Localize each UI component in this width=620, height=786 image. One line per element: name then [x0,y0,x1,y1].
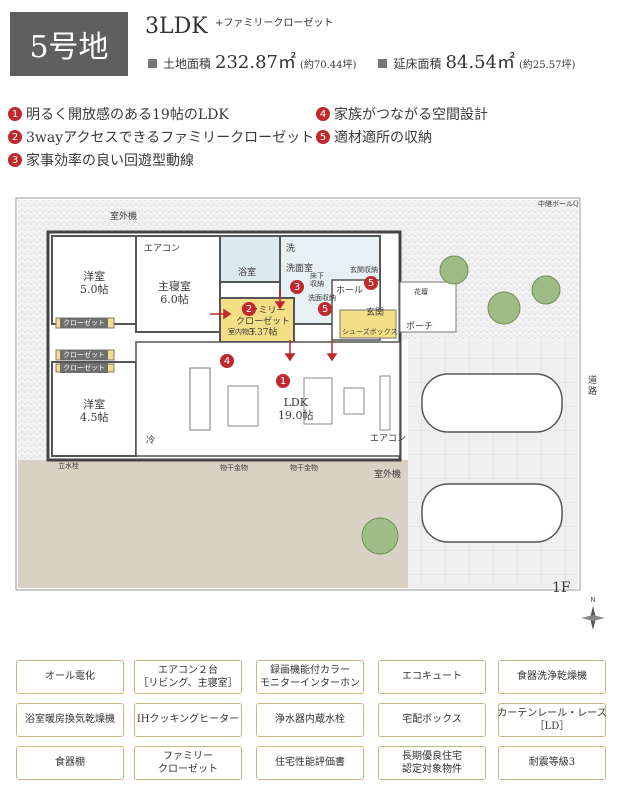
equipment-item: 浄水器内蔵水栓 [256,703,364,737]
equipment-item: 食器棚 [16,746,124,780]
floor-area-value: 84.54㎡ [445,52,515,73]
land-area-marker [148,59,157,68]
closet-tag-2: クローゼット [60,350,108,360]
equipment-item: 宅配ボックス [378,703,486,737]
washroom-storage-label: 洗面収納 [308,294,336,302]
feature-text: 3wayアクセスできるファミリークローゼット [26,130,315,146]
outdoor-unit-label-2: 室外機 [374,470,402,480]
feature-item: 3 家事効率の良い回遊型動線 [8,150,194,170]
room-western-2: 洋室 4.5帖 [80,398,109,425]
feature-number: 3 [8,153,22,167]
feature-item: 1 明るく開放感のある19帖のLDK [8,104,229,124]
room-porch: ポーチ [406,322,434,332]
drying-hardware-label-2: 物干金物 [290,464,318,472]
aircon-label-2: エアコン [370,434,407,444]
flower-bed-label: 花壇 [414,288,428,296]
feature-number: 2 [8,130,22,144]
land-area-tsubo: (約70.44坪) [300,60,357,71]
shoes-box-label: シューズボックス [342,328,398,336]
feature-item: 2 3wayアクセスできるファミリークローゼット [8,127,314,147]
equipment-item: ファミリー クローゼット [134,746,242,780]
equipment-item: 長期優良住宅 認定対象物件 [378,746,486,780]
feature-text: 明るく開放感のある19帖のLDK [26,107,229,123]
lot-number-badge: 5号地 [10,12,128,76]
floor-area-marker [378,59,388,68]
floor-plan: 洋室 5.0帖 主寝室 6.0帖 洋室 4.5帖 LDK 19.0帖 ファミリー… [14,190,597,596]
room-ldk: LDK 19.0帖 [278,396,314,423]
entrance-storage-label: 玄関収納 [350,266,378,274]
relay-box-label: 中継ボールQ [538,200,579,208]
aircon-label: エアコン [144,244,181,254]
room-bathroom: 浴室 [238,268,257,278]
road-label: 道 路 [588,376,598,397]
plan-type: 3LDK [145,14,208,39]
plan-marker-5b: 5 [364,276,378,290]
feature-number: 5 [316,130,330,144]
closet-tag-3: クローゼット [60,363,108,373]
room-entrance: 玄関 [366,308,385,318]
floor-area-tsubo: (約25.57坪) [518,60,576,71]
area-info: 土地面積 232.87㎡ (約70.44坪) 延床面積 84.54㎡ (約25.… [148,48,575,74]
plan-marker-4: 4 [220,354,234,368]
feature-number: 1 [8,107,22,121]
equipment-item: 浴室暖房換気乾燥機 [16,703,124,737]
plan-marker-5a: 5 [318,302,332,316]
feature-item: 5 適材適所の収納 [316,127,432,147]
floor-level-label: 1F [552,580,571,596]
land-area-value: 232.87㎡ [215,52,296,73]
drying-hardware-label-1: 物干金物 [220,464,248,472]
equipment-item: オール電化 [16,660,124,694]
room-wash-corner: 洗 [286,244,296,254]
equipment-item: 録画機能付カラー モニターインターホン [256,660,364,694]
closet-tag-1: クローゼット [60,318,108,328]
equipment-item: エコキュート [378,660,486,694]
equipment-item: IHクッキングヒーター [134,703,242,737]
room-washroom: 洗面室 [286,264,314,274]
feature-text: 家族がつながる空間設計 [334,107,488,123]
indoor-drying-label: 室内物干 [228,328,256,336]
feature-number: 4 [316,107,330,121]
equipment-item: カーテンレール・レース ［LD］ [497,703,607,737]
equipment-item: エアコン２台 ［リビング、主寝室］ [134,660,242,694]
equipment-item: 住宅性能評価書 [256,746,364,780]
svg-text:N: N [590,596,595,604]
plan-marker-2: 2 [242,302,256,316]
plan-type-addition: +ファミリークローゼット [215,18,334,29]
under-floor-storage-label: 床下 収納 [310,272,324,289]
floor-plan-drawing [15,197,581,591]
outdoor-unit-label-1: 室外機 [110,212,138,222]
plan-marker-1: 1 [276,374,290,388]
feature-item: 4 家族がつながる空間設計 [316,104,488,124]
feature-text: 適材適所の収納 [334,130,432,146]
faucet-label: 立水栓 [58,462,79,470]
fridge-label: 冷 [146,436,156,446]
room-family-closet: ファミリー クローゼット 3.37帖 [236,306,291,338]
equipment-item: 耐震等級3 [498,746,606,780]
compass-icon: N [581,596,605,630]
room-master-bedroom: 主寝室 6.0帖 [158,280,191,307]
room-western-1: 洋室 5.0帖 [80,270,109,297]
room-hall: ホール [336,286,364,296]
land-area-label: 土地面積 [163,57,212,71]
feature-text: 家事効率の良い回遊型動線 [26,153,194,169]
floor-area-label: 延床面積 [393,57,442,71]
equipment-item: 食器洗浄乾燥機 [498,660,606,694]
plan-marker-3: 3 [290,280,304,294]
